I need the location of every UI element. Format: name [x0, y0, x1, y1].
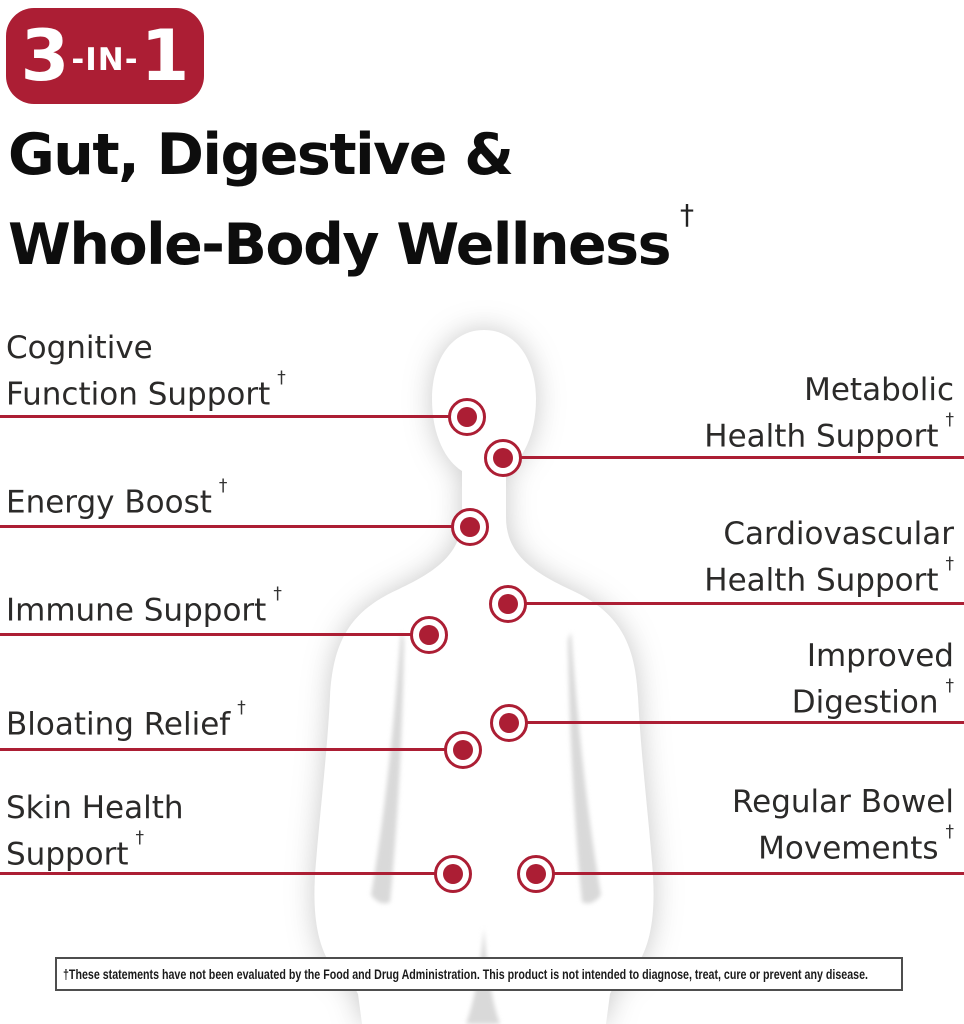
marker-dot — [453, 740, 473, 760]
body-point-marker-digestion — [490, 704, 528, 742]
body-outline — [314, 330, 654, 1024]
callout-text: Skin Health — [6, 790, 184, 826]
dagger-mark: † — [945, 410, 955, 430]
callout-text: Bloating Relief — [6, 706, 231, 743]
arm-gap-left-shading — [371, 632, 404, 904]
callout-line-digestion — [509, 721, 964, 724]
callout-text: Metabolic — [804, 372, 954, 408]
callout-label-immune: Immune Support † — [6, 584, 282, 630]
callout-line-cardio — [508, 602, 964, 605]
marker-dot — [419, 625, 439, 645]
marker-dot — [457, 407, 477, 427]
callout-text: Digestion — [791, 684, 939, 721]
callout-text: Health Support — [704, 418, 939, 455]
body-point-marker-immune — [410, 616, 448, 654]
dagger-mark: † — [218, 476, 228, 496]
callout-label-cognitive: Cognitive Function Support † — [6, 328, 286, 414]
badge-number-right: 1 — [140, 15, 190, 97]
callout-text: Support — [6, 836, 129, 873]
marker-dot — [498, 594, 518, 614]
marker-dot — [493, 448, 513, 468]
dagger-mark: † — [277, 368, 286, 388]
body-point-marker-bowel — [517, 855, 555, 893]
callout-text: Movements — [758, 830, 939, 867]
callout-text: Immune Support — [6, 592, 267, 629]
callout-label-skin: Skin Health Support † — [6, 788, 184, 874]
dagger-mark: † — [945, 554, 955, 574]
callout-text: Energy Boost — [6, 484, 212, 521]
marker-dot — [526, 864, 546, 884]
dagger-mark: † — [237, 698, 246, 718]
title-line-1: Gut, Digestive & — [8, 122, 514, 188]
callout-label-bowel: Regular Bowel Movements † — [732, 782, 954, 868]
badge-3-in-1: 3 -IN- 1 — [6, 8, 204, 104]
badge-in-text: -IN- — [71, 41, 139, 78]
callout-line-immune — [0, 633, 429, 636]
dagger-mark: † — [945, 822, 955, 842]
callout-label-bloating: Bloating Relief † — [6, 698, 246, 744]
dagger-mark: † — [135, 828, 145, 848]
callout-line-cognitive — [0, 415, 467, 418]
body-point-marker-metabolic — [484, 439, 522, 477]
callout-label-digestion: Improved Digestion † — [792, 636, 954, 722]
callout-line-bowel — [536, 872, 964, 875]
body-point-marker-bloating — [444, 731, 482, 769]
callout-line-bloating — [0, 748, 463, 751]
callout-text: Improved — [806, 638, 954, 674]
marker-dot — [499, 713, 519, 733]
title-dagger: † — [680, 198, 695, 231]
fda-disclaimer-text: †These statements have not been evaluate… — [63, 966, 868, 982]
callout-text: Function Support — [6, 376, 271, 413]
callout-label-energy: Energy Boost † — [6, 476, 227, 522]
fda-disclaimer: †These statements have not been evaluate… — [55, 957, 903, 991]
dagger-mark: † — [273, 584, 282, 604]
body-point-marker-cognitive — [448, 398, 486, 436]
callout-label-metabolic: Metabolic Health Support † — [704, 370, 954, 456]
body-point-marker-energy — [451, 508, 489, 546]
callout-text: Cardiovascular — [723, 516, 954, 552]
callout-line-skin — [0, 872, 453, 875]
arm-gap-right-shading — [568, 632, 601, 904]
marker-dot — [460, 517, 480, 537]
body-point-marker-skin — [434, 855, 472, 893]
callout-line-energy — [0, 525, 470, 528]
callout-label-cardio: Cardiovascular Health Support † — [704, 514, 954, 600]
callout-text: Cognitive — [6, 330, 153, 366]
callout-text: Health Support — [704, 562, 939, 599]
body-point-marker-cardio — [489, 585, 527, 623]
dagger-mark: † — [945, 676, 955, 696]
title-line-2: Whole-Body Wellness — [8, 212, 672, 278]
marker-dot — [443, 864, 463, 884]
badge-number-left: 3 — [20, 15, 70, 97]
callout-line-metabolic — [503, 456, 964, 459]
callout-text: Regular Bowel — [731, 784, 954, 820]
page-title: Gut, Digestive & Whole-Body Wellness† — [8, 116, 694, 285]
